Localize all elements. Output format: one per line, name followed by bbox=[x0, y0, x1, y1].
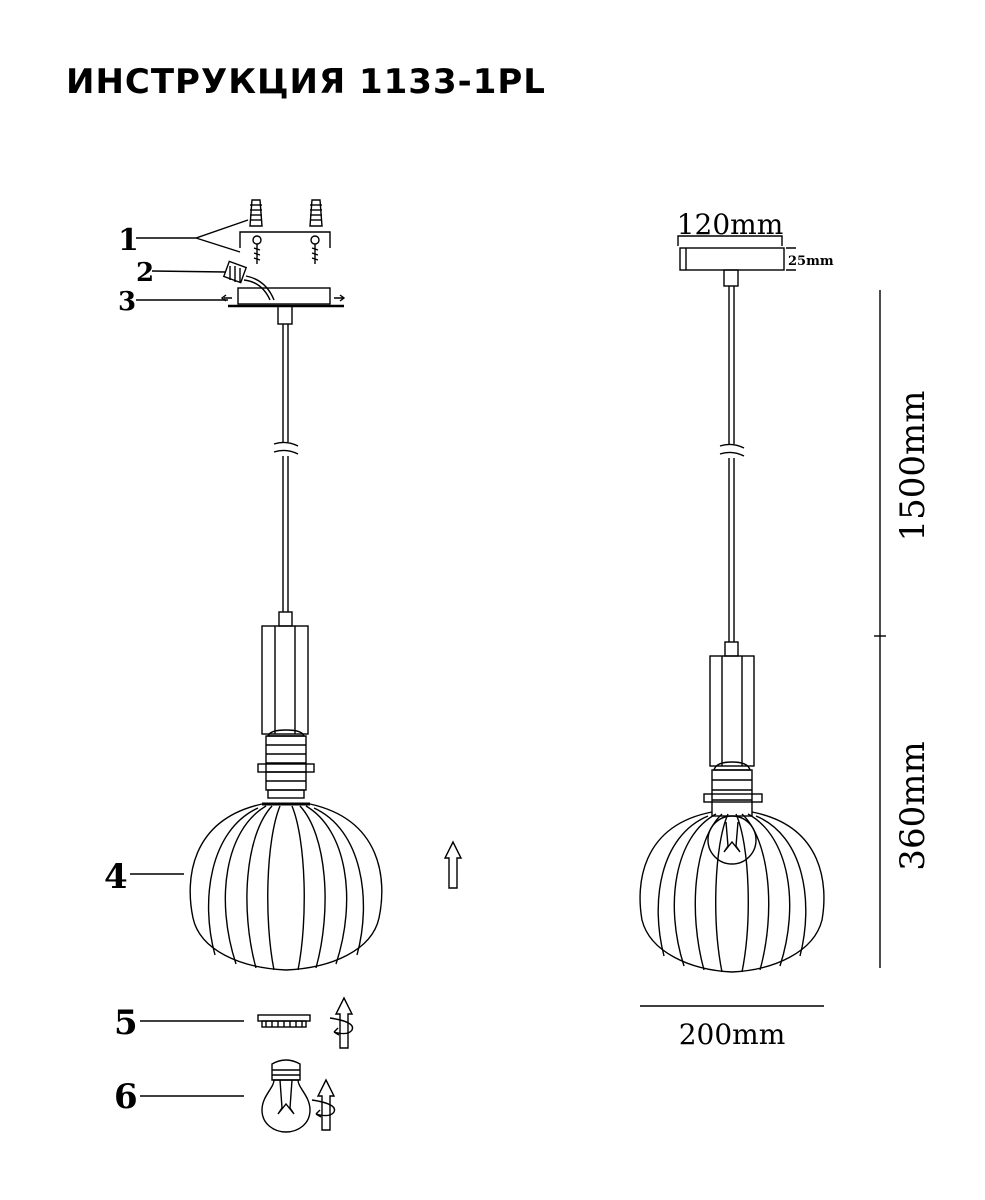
callout-3: 3 bbox=[118, 287, 136, 317]
callout-1: 1 bbox=[118, 223, 139, 258]
glass-shade bbox=[189, 802, 383, 971]
cable-right bbox=[719, 286, 745, 642]
callout-4: 4 bbox=[104, 857, 128, 897]
height-dimension: 1500mm 360mm bbox=[874, 290, 933, 968]
wall-anchor-left bbox=[249, 199, 263, 227]
canopy bbox=[220, 287, 346, 325]
exploded-view: 1 2 3 4 5 6 bbox=[104, 199, 463, 1133]
cable-length-label: 1500mm bbox=[893, 390, 933, 541]
callout-6: 6 bbox=[114, 1077, 138, 1117]
wall-anchor-right bbox=[309, 199, 323, 227]
callout-leaders bbox=[130, 219, 249, 1097]
callout-2: 2 bbox=[136, 258, 154, 288]
page-title: ИНСТРУКЦИЯ 1133-1PL bbox=[66, 62, 546, 102]
up-arrow-icon bbox=[443, 840, 463, 889]
canopy-right bbox=[679, 247, 785, 287]
lamp-holder-tube bbox=[261, 611, 309, 735]
cable-left bbox=[273, 324, 299, 612]
lamp-holder-tube-right bbox=[709, 641, 755, 767]
retaining-ring bbox=[257, 1014, 311, 1028]
lamp-height-label: 360mm bbox=[893, 741, 933, 870]
anchors-and-screws bbox=[239, 199, 331, 264]
screw-in-arrow-icon bbox=[311, 1078, 336, 1131]
canopy-height-label: 25mm bbox=[788, 254, 834, 269]
terminal-block bbox=[222, 260, 275, 301]
canopy-width-label: 120mm bbox=[677, 208, 784, 241]
glass-shade-right bbox=[639, 811, 825, 973]
canopy-height-dimension: 25mm bbox=[786, 247, 834, 271]
light-bulb bbox=[261, 1059, 311, 1133]
dimension-view: 120mm 25mm bbox=[639, 208, 933, 1051]
shade-width-label: 200mm bbox=[679, 1018, 786, 1051]
shade-width-dimension: 200mm bbox=[640, 1005, 824, 1051]
screw-right bbox=[310, 235, 320, 264]
screw-left bbox=[252, 235, 262, 264]
socket bbox=[257, 729, 315, 799]
anchor-bracket bbox=[239, 231, 331, 248]
screw-on-arrow-icon bbox=[329, 996, 354, 1049]
socket-right bbox=[703, 761, 763, 817]
canopy-width-dimension: 120mm bbox=[677, 208, 784, 246]
light-bulb-right bbox=[707, 815, 757, 865]
callout-5: 5 bbox=[114, 1003, 138, 1043]
